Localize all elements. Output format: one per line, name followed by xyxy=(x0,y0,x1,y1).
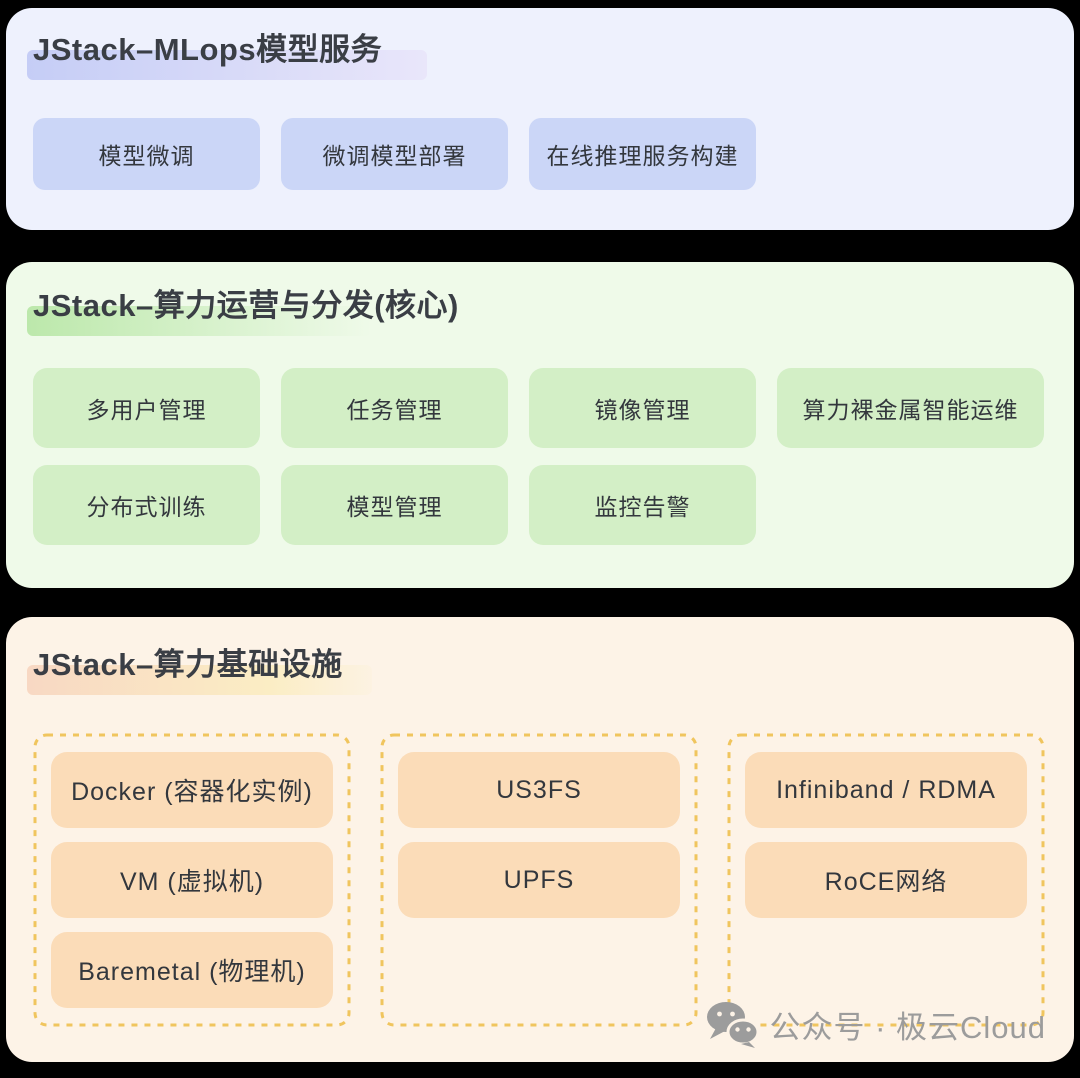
mlops-title-highlight xyxy=(27,50,427,80)
block-finetune-deploy: 微调模型部署 xyxy=(281,118,508,190)
infra-group-2: US3FS UPFS xyxy=(380,733,698,1027)
block-distributed-training: 分布式训练 xyxy=(33,465,260,545)
section-core-ops: JStack–算力运营与分发(核心) 多用户管理 任务管理 镜像管理 算力裸金属… xyxy=(6,262,1074,588)
watermark-text: 公众号 · 极云Cloud xyxy=(769,1009,1046,1045)
infra-group-1: Docker (容器化实例) VM (虚拟机) Baremetal (物理机) xyxy=(33,733,351,1027)
infra-title-wrap: JStack–算力基础设施 xyxy=(27,643,372,695)
section-mlops: JStack–MLops模型服务 模型微调 微调模型部署 在线推理服务构建 xyxy=(6,8,1074,230)
block-monitor-alert: 监控告警 xyxy=(529,465,756,545)
infra-columns: Docker (容器化实例) VM (虚拟机) Baremetal (物理机) … xyxy=(33,733,1047,1027)
mlops-title: JStack–MLops模型服务 xyxy=(33,32,383,67)
block-online-inference: 在线推理服务构建 xyxy=(529,118,756,190)
infra-title: JStack–算力基础设施 xyxy=(33,647,343,682)
infra-title-highlight xyxy=(27,665,372,695)
core-title-highlight xyxy=(27,306,372,336)
mlops-block-row: 模型微调 微调模型部署 在线推理服务构建 xyxy=(33,118,1047,190)
block-task-mgmt: 任务管理 xyxy=(281,368,508,448)
block-model-finetune: 模型微调 xyxy=(33,118,260,190)
block-docker: Docker (容器化实例) xyxy=(51,752,333,828)
block-baremetal-smart-ops: 算力裸金属智能运维 xyxy=(777,368,1044,448)
core-block-row-2: 分布式训练 模型管理 监控告警 xyxy=(33,465,1047,545)
mlops-title-wrap: JStack–MLops模型服务 xyxy=(27,28,427,80)
block-us3fs: US3FS xyxy=(398,752,680,828)
jstack-architecture-diagram: JStack–MLops模型服务 模型微调 微调模型部署 在线推理服务构建 JS… xyxy=(0,8,1080,1062)
block-baremetal: Baremetal (物理机) xyxy=(51,932,333,1008)
block-infiniband-rdma: Infiniband / RDMA xyxy=(745,752,1027,828)
block-multiuser-mgmt: 多用户管理 xyxy=(33,368,260,448)
core-title-wrap: JStack–算力运营与分发(核心) xyxy=(27,284,459,336)
infra-group-3: Infiniband / RDMA RoCE网络 xyxy=(727,733,1045,1027)
watermark: 公众号 · 极云Cloud xyxy=(705,1000,1046,1048)
section-infrastructure: JStack–算力基础设施 Docker (容器化实例) VM (虚拟机) Ba… xyxy=(6,617,1074,1062)
block-image-mgmt: 镜像管理 xyxy=(529,368,756,448)
block-model-mgmt: 模型管理 xyxy=(281,465,508,545)
core-block-row-1: 多用户管理 任务管理 镜像管理 算力裸金属智能运维 xyxy=(33,368,1047,448)
core-title: JStack–算力运营与分发(核心) xyxy=(33,288,459,323)
block-roce-network: RoCE网络 xyxy=(745,842,1027,918)
block-vm: VM (虚拟机) xyxy=(51,842,333,918)
wechat-icon xyxy=(707,1002,760,1048)
block-upfs: UPFS xyxy=(398,842,680,918)
